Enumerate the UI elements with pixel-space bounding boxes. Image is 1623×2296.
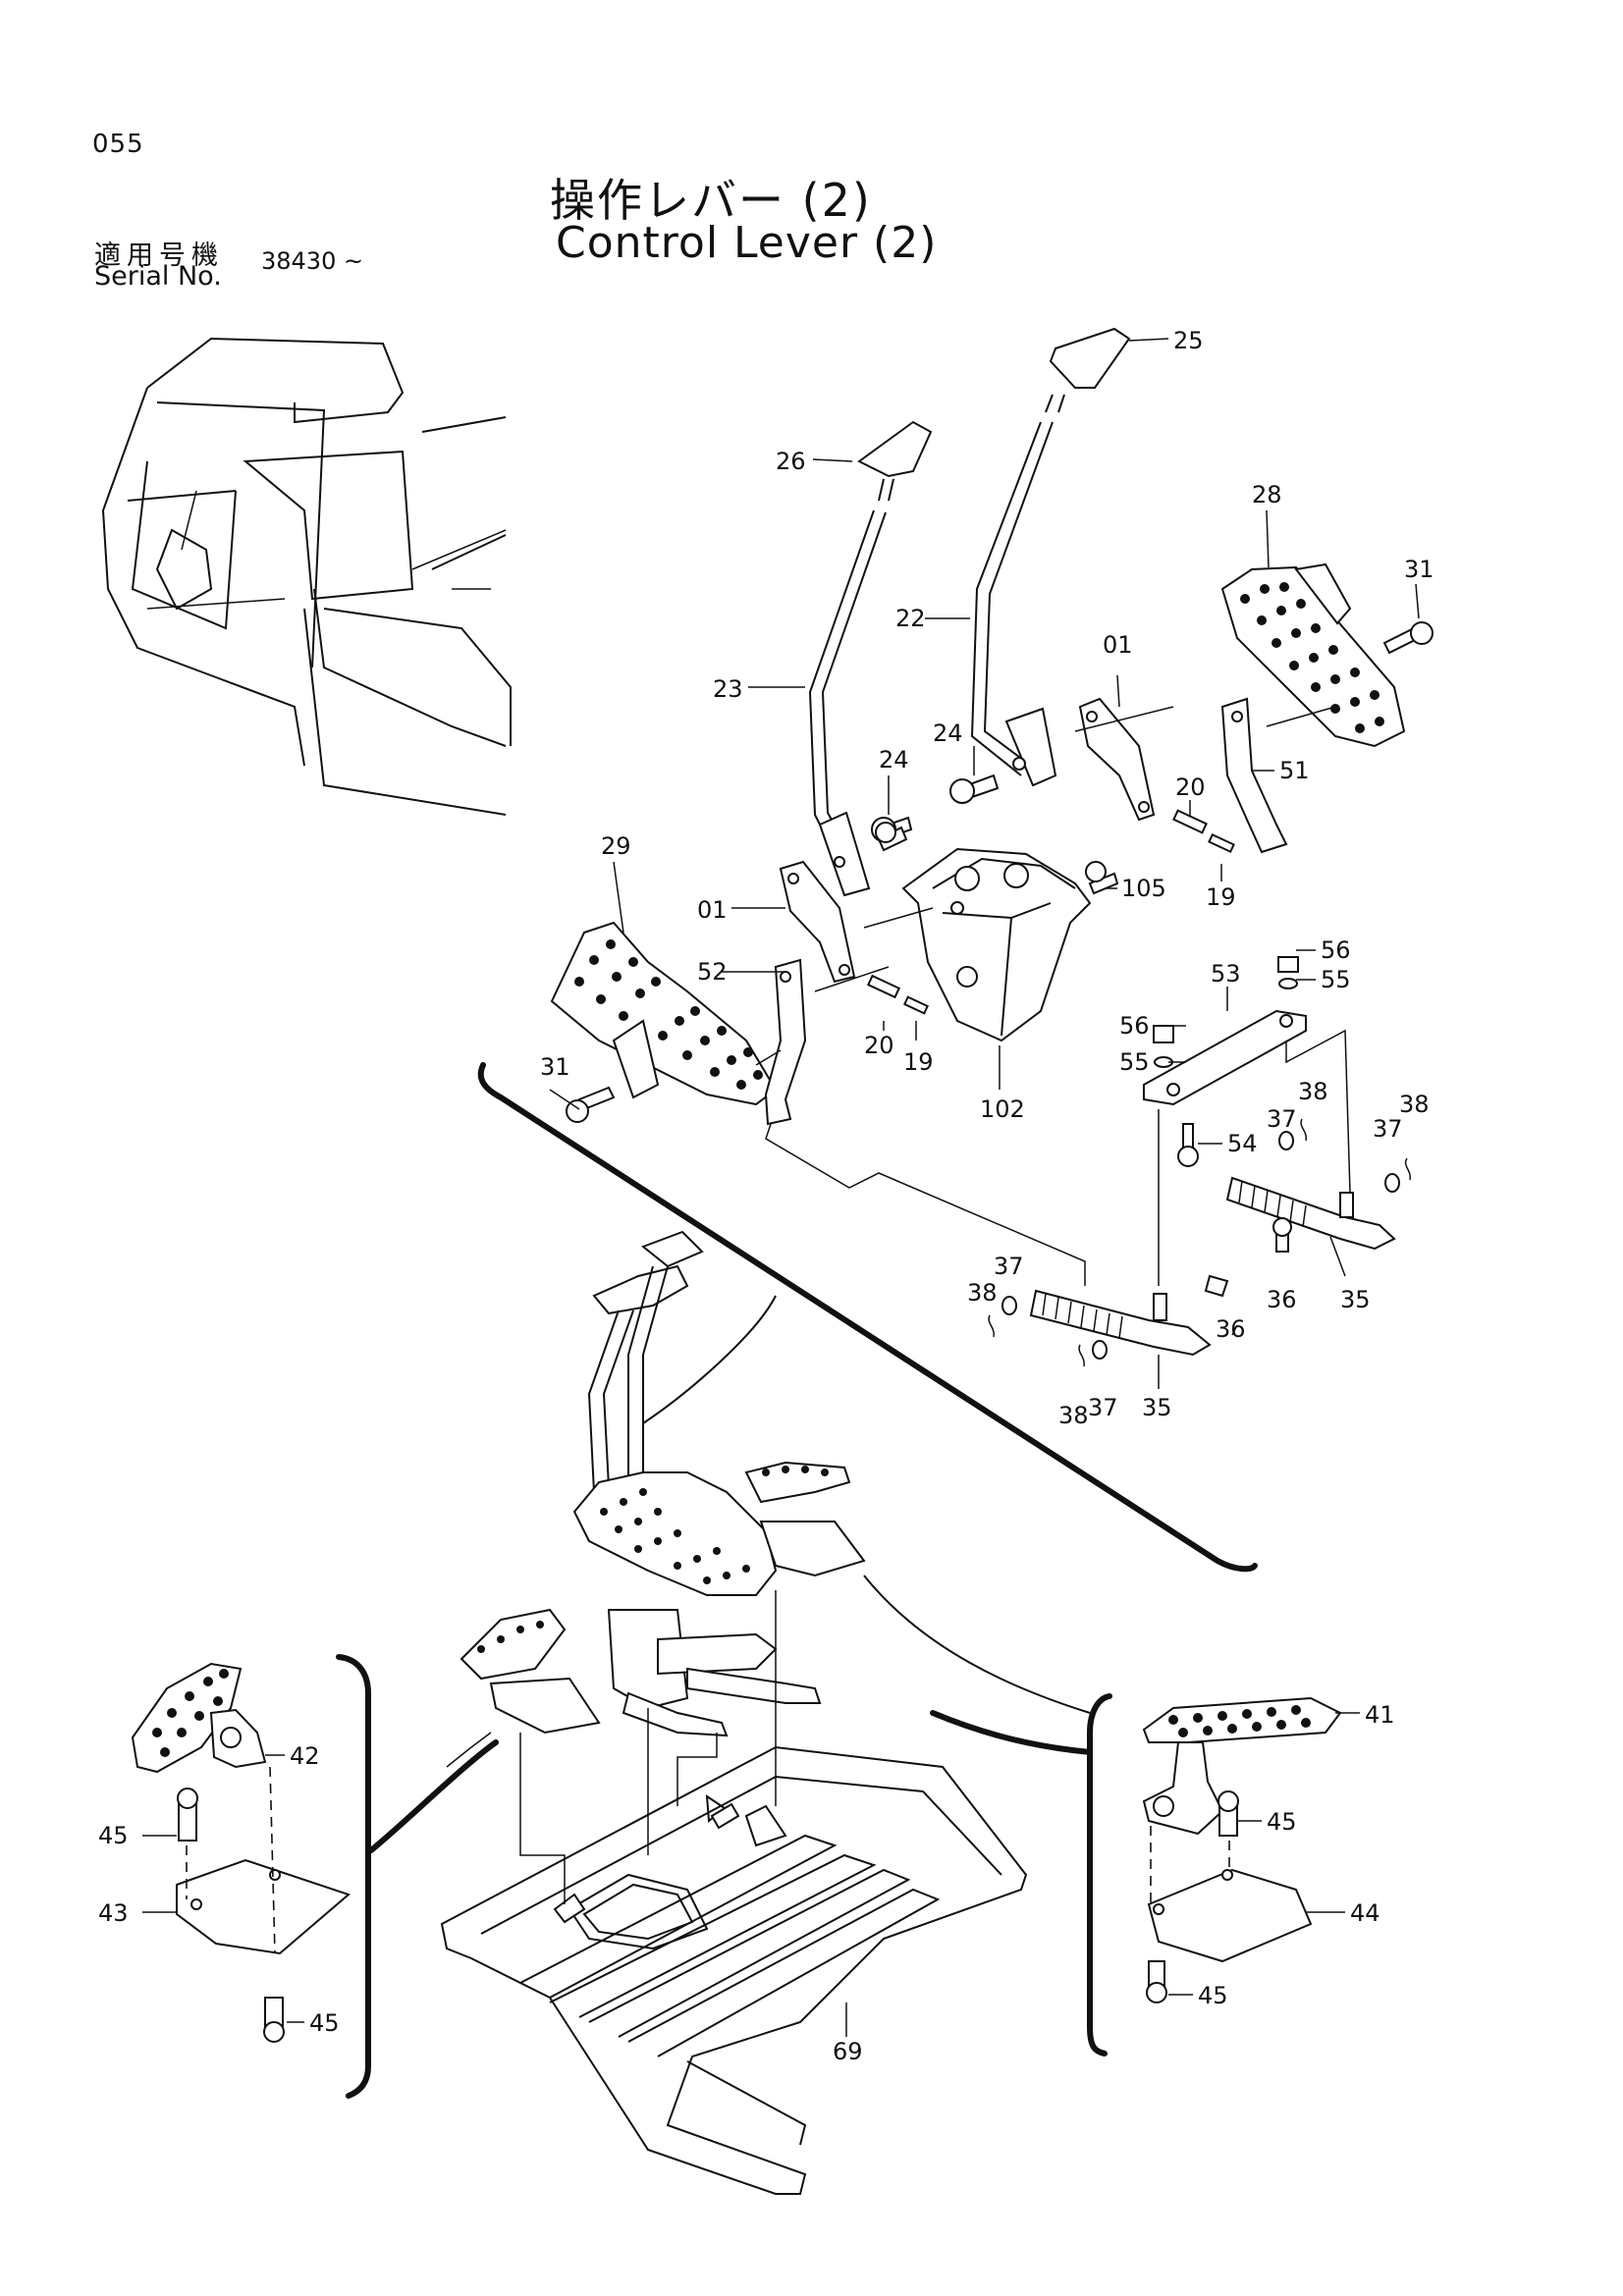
callout-37-lower-left: 37 xyxy=(994,1253,1024,1280)
pedal-left-upper xyxy=(550,921,778,1106)
callout-105: 105 xyxy=(1121,875,1166,902)
bracket-01-lower xyxy=(779,860,856,984)
callout-44: 44 xyxy=(1350,1899,1380,1927)
callout-55-upper: 55 xyxy=(1321,966,1351,993)
detail-link-curve-right xyxy=(863,1575,1091,1714)
assembly-guide-lines xyxy=(755,706,1351,1286)
control-lever-right xyxy=(949,327,1131,804)
callout-56-lower: 56 xyxy=(1119,1012,1150,1040)
serial-label-english: Serial No. xyxy=(94,261,222,292)
floor-leader-lines xyxy=(446,1590,777,1904)
control-lever-left xyxy=(808,420,933,897)
floor-plate-69 xyxy=(440,1745,1028,2195)
callout-22: 22 xyxy=(895,605,926,632)
bolt-54 xyxy=(1177,1123,1199,1167)
inset-bracket-right xyxy=(1087,1693,1112,2056)
callout-38-lower-left: 38 xyxy=(967,1279,998,1307)
callout-53: 53 xyxy=(1211,960,1241,988)
callout-37-upper-right: 37 xyxy=(1373,1115,1403,1143)
callout-20-lower: 20 xyxy=(864,1032,894,1059)
spring-shaft-35-right xyxy=(1225,1176,1396,1251)
callout-29: 29 xyxy=(601,832,631,860)
callout-42: 42 xyxy=(290,1742,320,1770)
callout-102: 102 xyxy=(980,1095,1025,1123)
bracket-52 xyxy=(764,958,807,1126)
cab-overview-illustration xyxy=(101,337,512,816)
callout-37-lower: 37 xyxy=(1088,1394,1118,1421)
bolt-31-lower xyxy=(566,1086,616,1123)
callout-01-lower: 01 xyxy=(697,896,728,924)
callout-36-lower: 36 xyxy=(1216,1315,1246,1343)
callout-24-right: 24 xyxy=(933,720,963,747)
callout-25: 25 xyxy=(1173,327,1204,354)
inset-link-left xyxy=(368,1739,499,1853)
callout-56-upper: 56 xyxy=(1321,936,1351,964)
callout-51: 51 xyxy=(1279,757,1310,784)
pedal-41-right xyxy=(1142,1696,1342,2003)
callout-23: 23 xyxy=(713,675,743,703)
callout-69: 69 xyxy=(833,2038,863,2065)
callout-45-left-lower: 45 xyxy=(309,2009,340,2037)
callout-19-lower: 19 xyxy=(903,1048,934,1076)
pedal-42-left xyxy=(131,1662,351,2043)
callout-52: 52 xyxy=(697,958,728,986)
spring-shaft-35-lower xyxy=(1029,1289,1212,1357)
callout-55-lower: 55 xyxy=(1119,1048,1150,1076)
callout-35-right: 35 xyxy=(1340,1286,1371,1313)
serial-number-value: 38430 ~ xyxy=(261,247,364,275)
pedal-right-upper xyxy=(1220,562,1406,748)
inset-bracket-left xyxy=(336,1654,371,2099)
detail-link-curve-left xyxy=(642,1295,777,1424)
page-number: 055 xyxy=(92,130,144,159)
callout-38-upper-right: 38 xyxy=(1399,1091,1430,1118)
plate-53 xyxy=(1143,956,1307,1106)
pins-36-clips-37-38 xyxy=(988,1118,1411,1367)
detail-bracket-main xyxy=(477,1062,1258,1573)
callout-26: 26 xyxy=(776,448,806,475)
callout-01-upper: 01 xyxy=(1103,631,1133,659)
callout-labels: 25 26 28 31 22 01 23 24 24 51 20 105 19 … xyxy=(98,327,1434,2065)
bolt-31-upper xyxy=(1382,621,1434,655)
callout-45-left-upper: 45 xyxy=(98,1822,129,1849)
bolt-105 xyxy=(1085,861,1119,895)
callout-43: 43 xyxy=(98,1899,129,1927)
page-title-japanese: 操作レバー (2) xyxy=(550,174,872,227)
callout-31-lower: 31 xyxy=(540,1053,570,1081)
callout-20-upper: 20 xyxy=(1175,774,1206,801)
bracket-01-upper xyxy=(1078,697,1156,822)
callout-19-upper: 19 xyxy=(1206,883,1236,911)
pins-lower xyxy=(866,974,929,1015)
callout-leaders xyxy=(142,338,1420,2037)
callout-54: 54 xyxy=(1227,1130,1258,1157)
callout-45-right-lower: 45 xyxy=(1198,1982,1228,2009)
callout-38-lower: 38 xyxy=(1058,1402,1089,1429)
callout-35-lower: 35 xyxy=(1142,1394,1172,1421)
callout-31-upper: 31 xyxy=(1404,556,1434,583)
pins-upper xyxy=(1172,809,1235,854)
callout-41: 41 xyxy=(1365,1701,1395,1729)
callout-45-right-upper: 45 xyxy=(1267,1808,1297,1836)
callout-37-upper-left: 37 xyxy=(1267,1105,1297,1133)
serial-label-japanese: 適用号機 xyxy=(94,240,224,271)
callout-36-right: 36 xyxy=(1267,1286,1297,1313)
bolt-24-left xyxy=(875,822,908,852)
callout-28: 28 xyxy=(1252,481,1282,508)
inset-link-right xyxy=(930,1710,1093,1755)
page-title-english: Control Lever (2) xyxy=(556,218,938,268)
assembly-view xyxy=(460,1230,866,1737)
callout-38-upper-left: 38 xyxy=(1298,1078,1328,1105)
pilot-valve-102 xyxy=(901,847,1092,1042)
callout-24-left: 24 xyxy=(879,746,909,774)
bracket-51 xyxy=(1220,697,1288,854)
